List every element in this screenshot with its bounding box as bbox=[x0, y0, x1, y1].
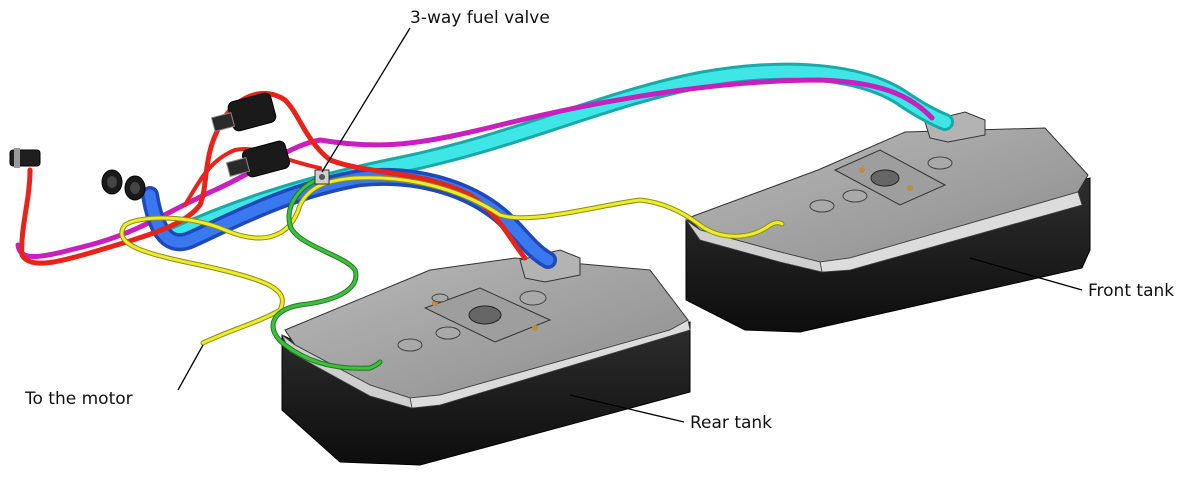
leader-rear-tank bbox=[569, 394, 685, 423]
label-front-tank: Front tank bbox=[1088, 281, 1175, 301]
magenta-hose bbox=[15, 77, 935, 260]
connector-left bbox=[9, 148, 41, 168]
hoses bbox=[15, 62, 954, 371]
label-fuel-valve: 3-way fuel valve bbox=[410, 8, 550, 28]
label-rear-tank: Rear tank bbox=[690, 413, 773, 433]
leader-to-motor bbox=[177, 344, 204, 391]
rear-tank bbox=[281, 249, 691, 466]
label-to-motor: To the motor bbox=[25, 389, 133, 409]
fuel-filter-lower bbox=[225, 140, 291, 178]
leader-fuel-valve bbox=[321, 27, 411, 173]
three-way-valve bbox=[314, 169, 330, 185]
inlet-cap-left bbox=[101, 169, 123, 195]
leader-lines bbox=[177, 27, 1083, 423]
inlet-cap-right bbox=[124, 175, 146, 201]
front-tank bbox=[685, 111, 1091, 333]
leader-front-tank bbox=[969, 257, 1083, 291]
fuel-filter-upper bbox=[210, 92, 277, 132]
